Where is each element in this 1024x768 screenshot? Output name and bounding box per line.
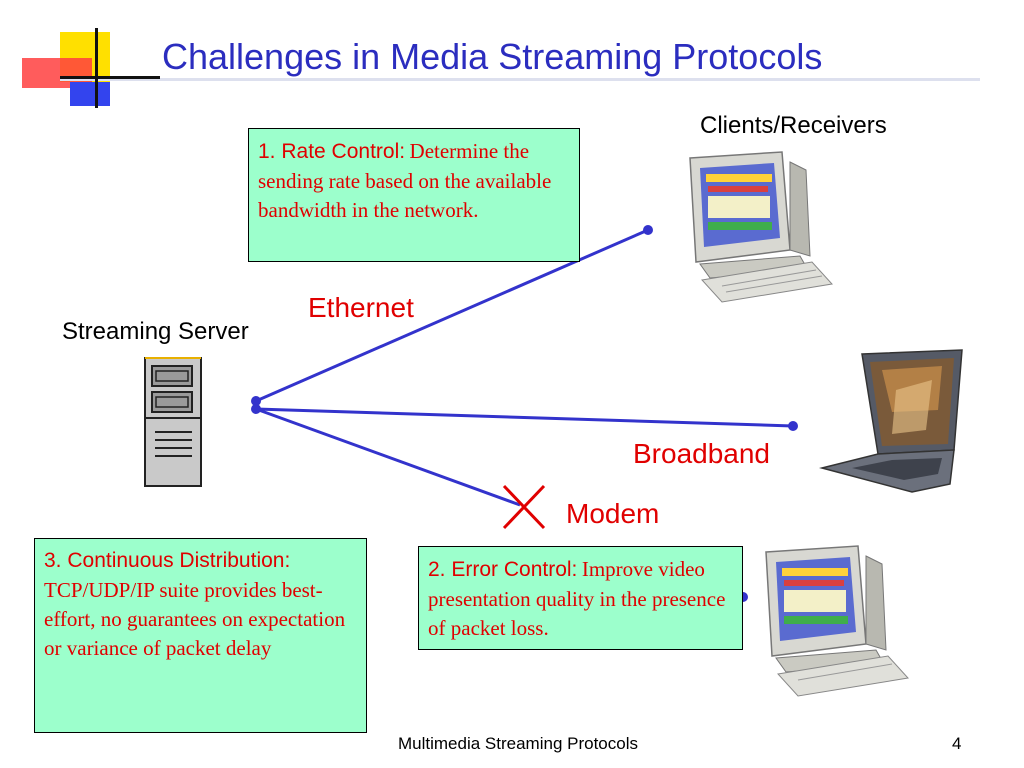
rate-control-text: Determine the sending rate based on the … <box>258 139 552 222</box>
network-links <box>255 228 794 507</box>
ethernet-label: Ethernet <box>308 292 414 323</box>
page-number: 4 <box>952 734 962 753</box>
link-endpoint <box>251 404 261 414</box>
clients-label: Clients/Receivers <box>700 112 887 139</box>
broken-link-x-icon <box>502 484 546 530</box>
laptop-icon <box>819 349 963 493</box>
desktop-computer-icon <box>689 151 833 303</box>
desktop-computer-icon <box>765 545 909 697</box>
rate-control-box: 1. Rate Control: Determine the sending r… <box>248 128 580 262</box>
continuous-text: TCP/UDP/IP suite provides best-effort, n… <box>44 577 346 660</box>
modem-label: Modem <box>566 498 660 529</box>
ethernet-link <box>255 228 649 403</box>
link-endpoint <box>643 225 653 235</box>
logo-squares-icon <box>22 28 980 108</box>
continuous-heading: 3. Continuous Distribution: <box>44 549 291 572</box>
error-control-box: 2. Error Control: Improve video presenta… <box>418 546 743 650</box>
rate-control-heading: 1. Rate Control: <box>258 140 406 163</box>
server-label: Streaming Server <box>62 318 249 345</box>
slide-title: Challenges in Media Streaming Protocols <box>162 36 823 77</box>
link-endpoint <box>788 421 798 431</box>
error-control-heading: 2. Error Control: <box>428 558 578 581</box>
server-tower-icon <box>144 357 202 487</box>
continuous-distribution-box: 3. Continuous Distribution: TCP/UDP/IP s… <box>34 538 367 733</box>
error-control-text: Improve video presentation quality in th… <box>428 557 726 640</box>
link-endpoint <box>251 396 261 406</box>
broadband-link <box>255 407 794 428</box>
broadband-label: Broadband <box>633 438 771 469</box>
modem-link <box>255 407 521 507</box>
slide-footer: Multimedia Streaming Protocols <box>398 734 638 753</box>
